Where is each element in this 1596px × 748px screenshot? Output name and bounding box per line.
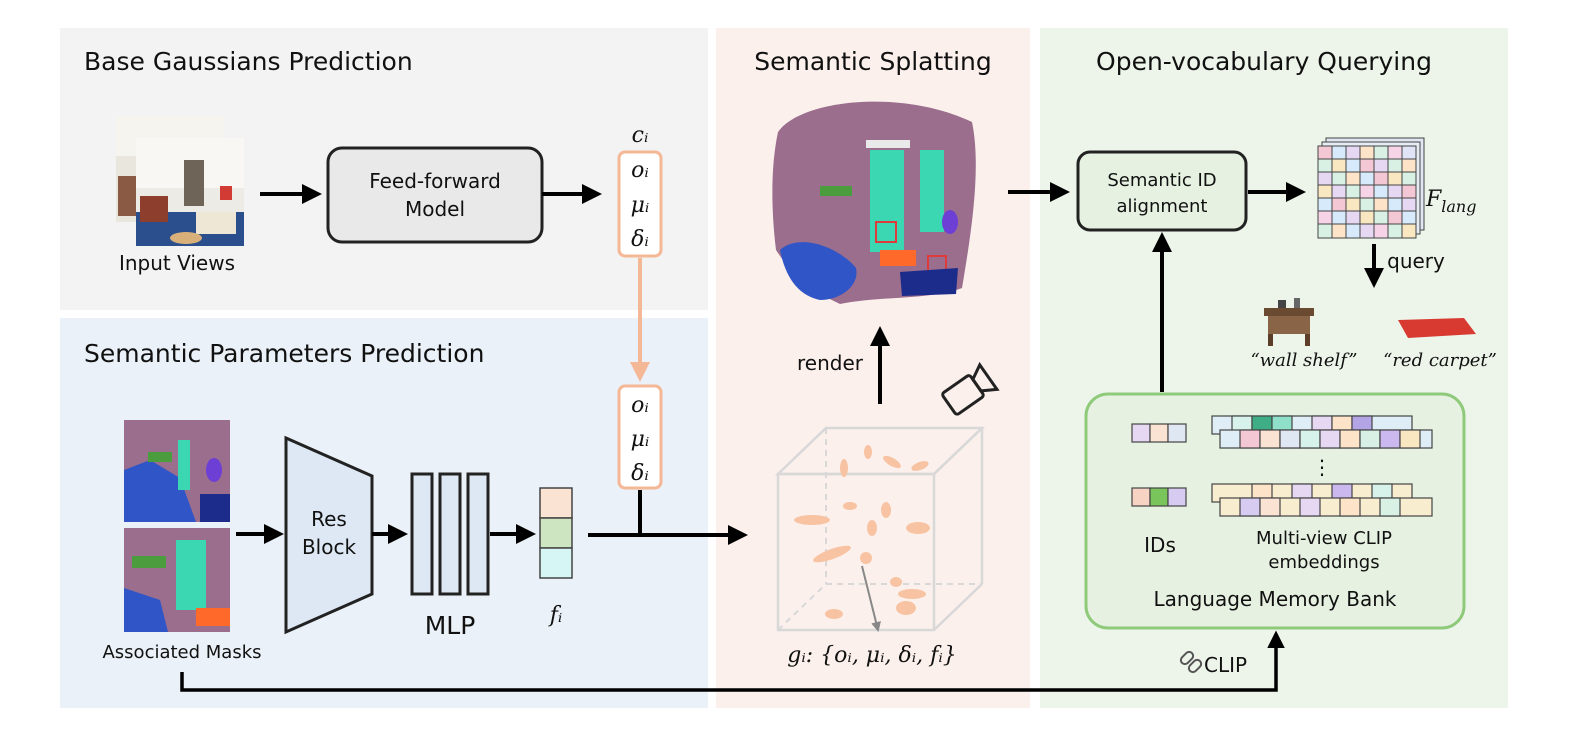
- associated-masks-label: Associated Masks: [102, 642, 261, 663]
- feed-forward-label-2: Model: [405, 197, 465, 221]
- query-result-red-carpet: “red carpet”: [1383, 350, 1497, 371]
- associated-masks-image: [124, 420, 230, 632]
- param-o-top: oᵢ: [631, 158, 649, 183]
- clip-embedding-row-2: [1211, 483, 1433, 517]
- param-delta-top: δᵢ: [631, 227, 649, 252]
- red-carpet-object: [1398, 318, 1476, 338]
- f-lang-feature-grid: [1317, 137, 1425, 239]
- mlp-layer-1: [410, 472, 434, 596]
- clip-label: CLIP: [1204, 653, 1247, 677]
- panel-title-semantic-params: Semantic Parameters Prediction: [84, 339, 484, 368]
- param-c: cᵢ: [632, 123, 649, 148]
- id-row-1: [1131, 423, 1187, 443]
- feature-f-label: fᵢ: [548, 603, 563, 628]
- ids-label: IDs: [1144, 533, 1176, 557]
- render-label: render: [797, 351, 864, 375]
- input-views-image: [116, 116, 244, 246]
- clip-embeddings-label-2: embeddings: [1268, 552, 1379, 573]
- res-block-label-2: Block: [302, 535, 357, 559]
- clip-embedding-row-1: [1211, 415, 1433, 449]
- res-block: [284, 435, 374, 635]
- wall-shelf-object: [1264, 298, 1314, 346]
- feature-cell-1: [539, 487, 573, 519]
- gaussian-set-label: gᵢ: {oᵢ, μᵢ, δᵢ, fᵢ}: [787, 643, 957, 668]
- param-delta-bottom: δᵢ: [631, 461, 649, 486]
- param-mu-top: μᵢ: [631, 193, 650, 218]
- mlp-layer-2: [438, 472, 462, 596]
- param-mu-bottom: μᵢ: [631, 427, 650, 452]
- mlp-label: MLP: [425, 611, 476, 640]
- feature-cell-3: [539, 547, 573, 579]
- panel-title-open-vocab: Open-vocabulary Querying: [1096, 47, 1432, 76]
- panel-title-base: Base Gaussians Prediction: [84, 47, 413, 76]
- param-o-bottom: oᵢ: [631, 393, 649, 418]
- vertical-ellipsis: ⋮: [1312, 455, 1332, 479]
- feed-forward-model-box: [326, 146, 544, 244]
- id-row-2: [1131, 487, 1187, 507]
- input-views-label: Input Views: [119, 251, 235, 275]
- gaussian-splats: [794, 445, 930, 619]
- feature-cell-2: [539, 517, 573, 549]
- camera-icon: [941, 361, 1000, 416]
- clip-embeddings-label-1: Multi-view CLIP: [1256, 528, 1392, 549]
- memory-bank-label: Language Memory Bank: [1154, 587, 1397, 611]
- query-label: query: [1387, 249, 1445, 273]
- gaussian-cube: [774, 426, 986, 632]
- query-result-wall-shelf: “wall shelf”: [1250, 350, 1357, 371]
- semantic-id-label-1: Semantic ID: [1107, 170, 1216, 191]
- semantic-id-label-2: alignment: [1117, 196, 1208, 217]
- feed-forward-label-1: Feed-forward: [369, 169, 501, 193]
- params-box-bottom: [617, 384, 663, 490]
- arrow-masks-to-clip: [180, 630, 1285, 692]
- semantic-id-alignment-box: [1076, 150, 1248, 232]
- splat-pointer-arrow: [861, 565, 881, 632]
- mlp-layer-3: [466, 472, 490, 596]
- link-icon: [1179, 650, 1203, 674]
- panel-title-splatting: Semantic Splatting: [754, 47, 991, 76]
- f-lang-label: Flang: [1425, 187, 1476, 216]
- params-box-top: [617, 150, 663, 258]
- rendered-semantic-scene: [772, 101, 976, 305]
- res-block-label-1: Res: [311, 507, 347, 531]
